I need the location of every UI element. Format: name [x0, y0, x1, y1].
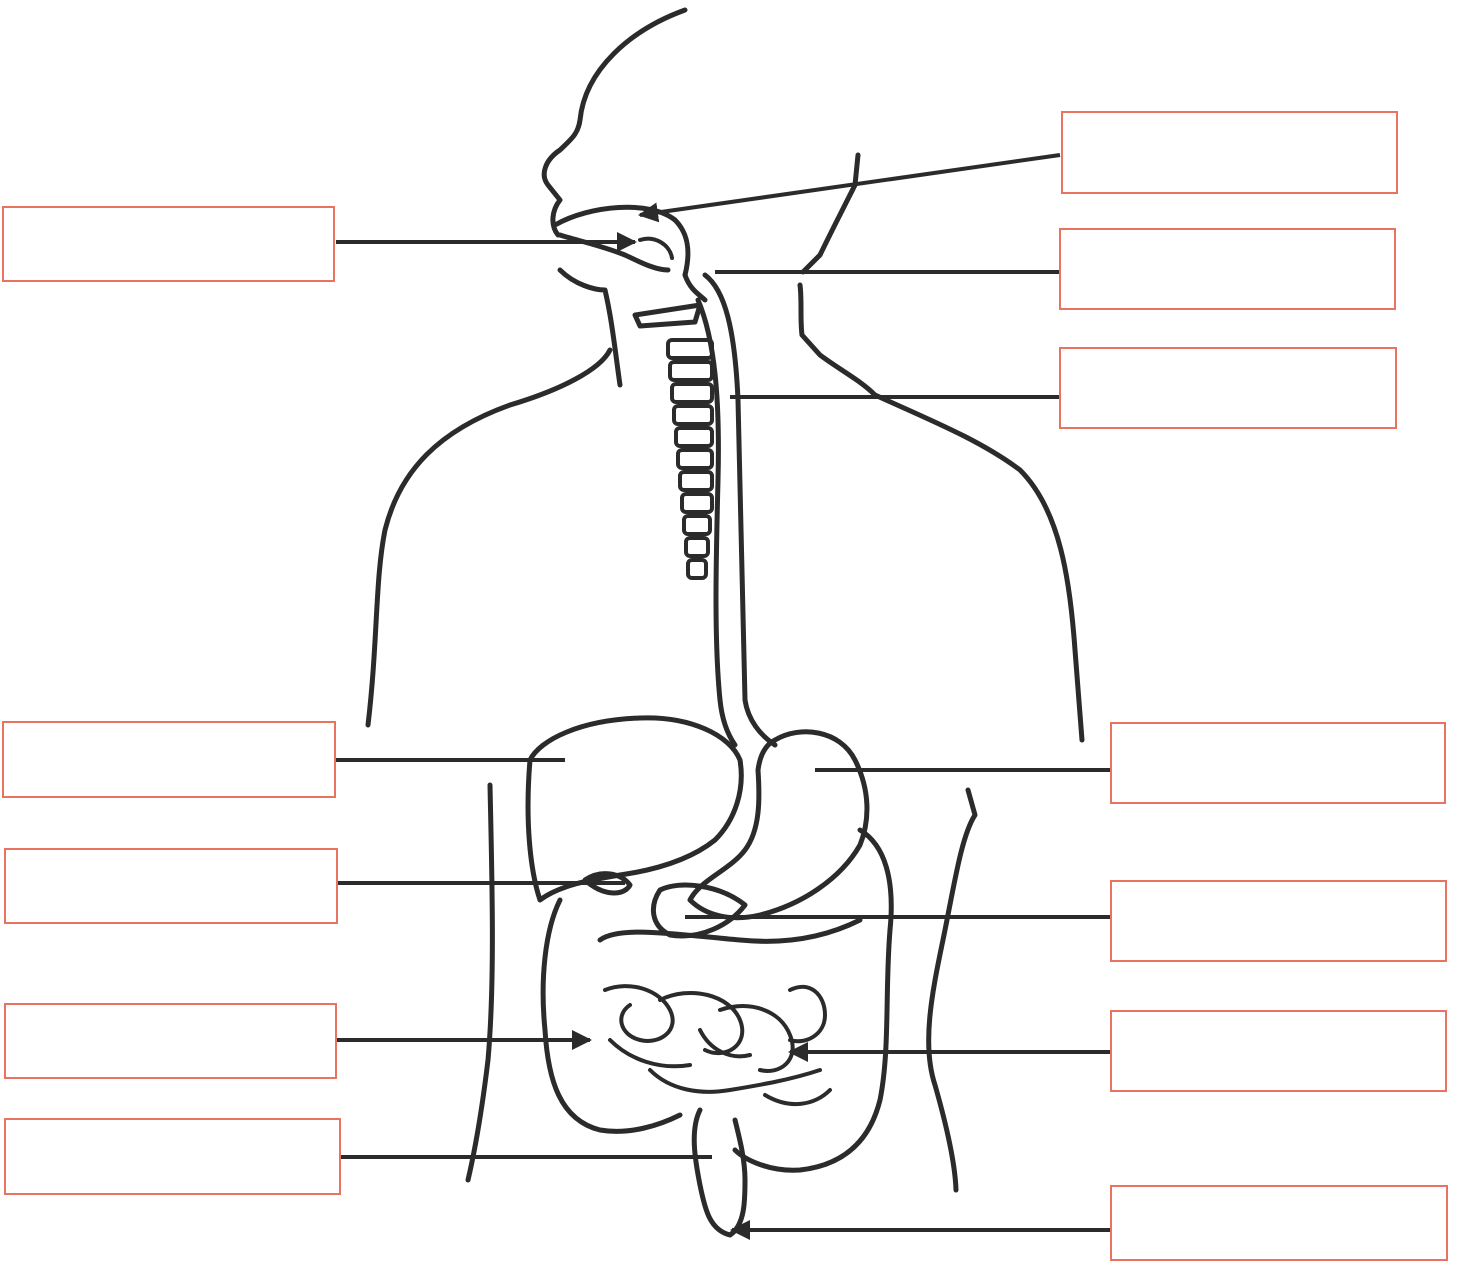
label-box-left-3[interactable]	[4, 848, 338, 924]
label-box-right-6[interactable]	[1110, 1010, 1447, 1092]
leader-line-right-1	[640, 155, 1060, 215]
leader-lines-right	[640, 155, 1112, 1230]
rectum	[694, 1110, 745, 1235]
trachea	[635, 305, 712, 578]
label-box-left-4[interactable]	[4, 1003, 337, 1079]
liver	[528, 718, 741, 900]
label-box-right-4[interactable]	[1110, 722, 1446, 804]
small-intestine	[605, 986, 830, 1104]
label-box-right-3[interactable]	[1059, 347, 1397, 429]
label-box-left-2[interactable]	[2, 721, 336, 798]
label-box-right-2[interactable]	[1059, 228, 1396, 310]
pancreas	[653, 885, 745, 936]
label-box-left-5[interactable]	[4, 1118, 341, 1195]
label-box-right-5[interactable]	[1110, 880, 1447, 962]
label-box-right-7[interactable]	[1110, 1185, 1448, 1261]
body-outline	[368, 10, 1082, 1190]
leader-lines-left	[332, 242, 712, 1157]
label-box-left-1[interactable]	[2, 206, 335, 282]
label-box-right-1[interactable]	[1061, 111, 1398, 194]
mouth-and-pharynx	[555, 207, 705, 300]
